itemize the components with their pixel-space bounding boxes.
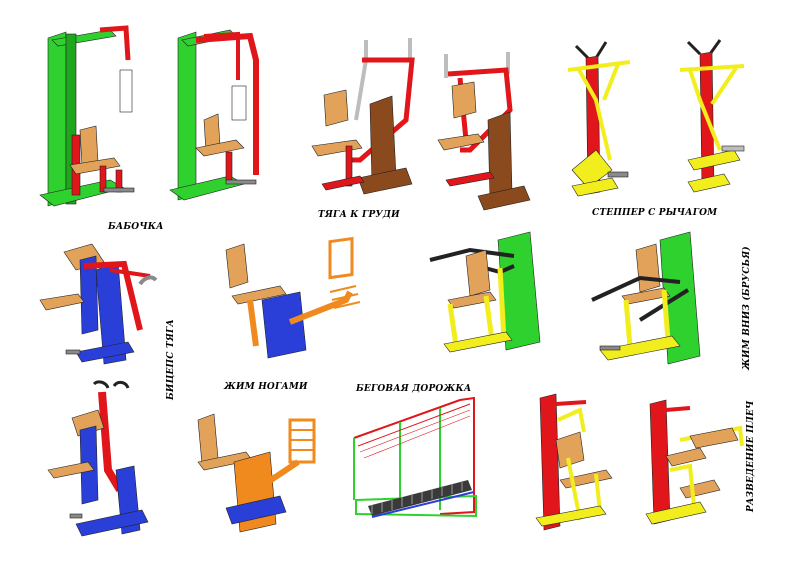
- label-lever-stepper: СТЕППЕР С РЫЧАГОМ: [592, 208, 718, 218]
- push-down-machine-2: [591, 231, 701, 365]
- leg-press-machine-1: [225, 236, 361, 359]
- lever-stepper-2: [679, 39, 745, 193]
- label-chest-pull: ТЯГА К ГРУДИ: [318, 210, 400, 220]
- shoulder-raise-machine-1: [535, 393, 613, 531]
- leg-press-machine-2: [197, 413, 316, 533]
- biceps-pull-machine-2: [47, 380, 149, 537]
- push-down-machine-1: [429, 231, 541, 353]
- lever-stepper-1: [567, 41, 631, 197]
- label-treadmill: БЕГОВАЯ ДОРОЖКА: [356, 384, 472, 394]
- label-butterfly: БАБОЧКА: [108, 222, 164, 232]
- shoulder-raise-machine-2: [645, 399, 744, 525]
- butterfly-machine-1: [39, 25, 135, 207]
- label-push-down: ЖИМ ВНИЗ (БРУСЬЯ): [742, 246, 752, 370]
- butterfly-machine-2: [169, 29, 259, 201]
- label-shoulder-raise: РАЗВЕДЕНИЕ ПЛЕЧ: [746, 400, 756, 512]
- chest-pull-machine-1: [311, 38, 415, 195]
- biceps-pull-machine-1: [39, 243, 158, 365]
- chest-pull-machine-2: [437, 52, 531, 211]
- label-biceps-pull: БИЦЕПС ТЯГА: [166, 319, 176, 400]
- treadmill-machine: [353, 396, 477, 518]
- label-leg-press: ЖИМ НОГАМИ: [224, 382, 308, 392]
